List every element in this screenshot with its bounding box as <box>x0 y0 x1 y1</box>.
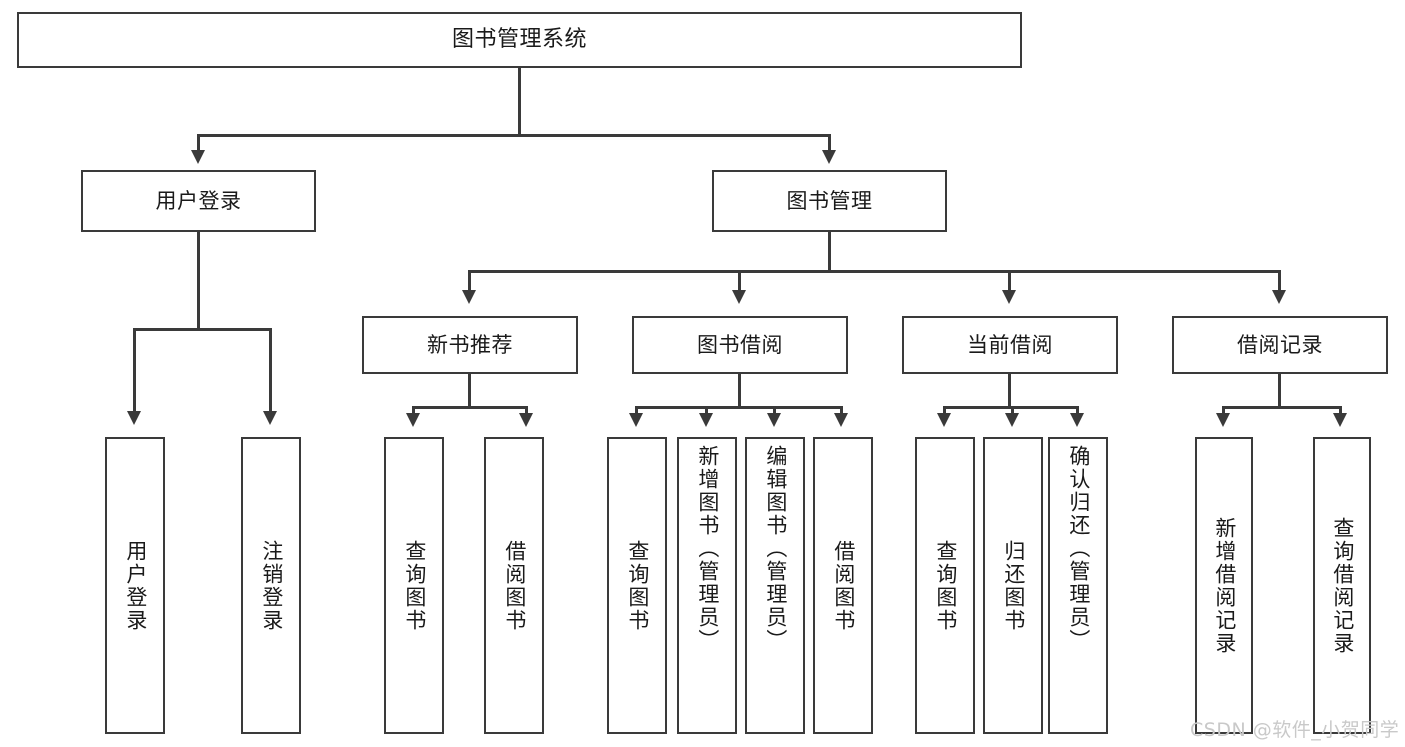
leaf-confirm-return-admin[interactable]: 确认归还（管理员） <box>1048 437 1108 734</box>
leaf-borrow-book-recommend[interactable]: 借阅图书 <box>484 437 544 734</box>
arrow-to-book-manage <box>822 150 836 164</box>
arrow-to-borrow-record <box>1272 290 1286 304</box>
node-label: 注销登录 <box>259 539 284 632</box>
edge-user-login-down <box>197 232 200 330</box>
edge-user-login-right <box>269 328 272 413</box>
node-user-login[interactable]: 用户登录 <box>81 170 316 232</box>
edge-book-borrow-down <box>738 374 741 409</box>
arrow-to-leaf-query-book-1 <box>406 413 420 427</box>
arrow-to-leaf-edit-book <box>767 413 781 427</box>
node-label: 借阅记录 <box>1237 332 1323 357</box>
edge-borrow-record-bus <box>1222 406 1342 409</box>
arrow-to-leaf-query-book-3 <box>937 413 951 427</box>
edge-current-borrow-l3 <box>1076 406 1079 415</box>
edge-borrow-record-down <box>1278 374 1281 409</box>
node-label: 图书借阅 <box>697 332 783 357</box>
leaf-user-login[interactable]: 用户登录 <box>105 437 165 734</box>
arrow-to-leaf-borrow-book-2 <box>834 413 848 427</box>
leaf-query-book-current[interactable]: 查询图书 <box>915 437 975 734</box>
arrow-to-leaf-query-book-2 <box>629 413 643 427</box>
node-label: 查询图书 <box>933 539 958 632</box>
edge-bus-to-current-borrow <box>1008 270 1011 292</box>
node-current-borrow[interactable]: 当前借阅 <box>902 316 1118 374</box>
arrow-to-leaf-query-record <box>1333 413 1347 427</box>
edge-book-borrow-l3 <box>773 406 776 415</box>
edge-user-login-bus <box>133 328 272 331</box>
edge-bus-to-book-borrow <box>738 270 741 292</box>
edge-bus-to-book-manage <box>828 134 831 152</box>
edge-root-bus <box>197 134 831 137</box>
edge-new-book-l1 <box>412 406 415 415</box>
edge-book-borrow-l2 <box>705 406 708 415</box>
node-label: 用户登录 <box>155 188 242 213</box>
arrow-to-user-login <box>191 150 205 164</box>
edge-new-book-down <box>468 374 471 409</box>
arrow-to-leaf-borrow-book-1 <box>519 413 533 427</box>
edge-user-login-left <box>133 328 136 413</box>
node-label: 新增借阅记录 <box>1212 516 1237 655</box>
node-label: 图书管理系统 <box>451 27 587 53</box>
leaf-edit-book-admin[interactable]: 编辑图书（管理员） <box>745 437 805 734</box>
node-book-borrow[interactable]: 图书借阅 <box>632 316 848 374</box>
node-label: 查询图书 <box>402 539 427 632</box>
edge-bus-to-borrow-record <box>1278 270 1281 292</box>
edge-new-book-l2 <box>525 406 528 415</box>
arrow-to-leaf-return-book <box>1005 413 1019 427</box>
edge-current-borrow-l1 <box>943 406 946 415</box>
leaf-borrow-book[interactable]: 借阅图书 <box>813 437 873 734</box>
edge-root-down <box>518 68 521 136</box>
node-new-book-recommend[interactable]: 新书推荐 <box>362 316 578 374</box>
edge-book-borrow-l1 <box>635 406 638 415</box>
arrow-to-leaf-add-record <box>1216 413 1230 427</box>
node-label: 图书管理 <box>786 188 873 213</box>
leaf-query-borrow-record[interactable]: 查询借阅记录 <box>1313 437 1371 734</box>
node-label: 新增图书（管理员） <box>695 445 720 652</box>
node-label: 当前借阅 <box>967 332 1053 357</box>
node-label: 确认归还（管理员） <box>1066 445 1091 652</box>
edge-bus-to-new-book <box>468 270 471 292</box>
arrow-to-leaf-user-login <box>127 411 141 425</box>
edge-current-borrow-l2 <box>1011 406 1014 415</box>
edge-book-manage-down <box>828 232 831 272</box>
node-label: 新书推荐 <box>427 332 513 357</box>
edge-borrow-record-l2 <box>1339 406 1342 415</box>
node-label: 借阅图书 <box>502 539 527 632</box>
leaf-add-borrow-record[interactable]: 新增借阅记录 <box>1195 437 1253 734</box>
arrow-to-leaf-logout <box>263 411 277 425</box>
node-label: 借阅图书 <box>831 539 856 632</box>
arrow-to-leaf-confirm-return <box>1070 413 1084 427</box>
node-book-manage[interactable]: 图书管理 <box>712 170 947 232</box>
arrow-to-book-borrow <box>732 290 746 304</box>
arrow-to-leaf-add-book <box>699 413 713 427</box>
edge-current-borrow-bus <box>943 406 1078 409</box>
edge-bus-to-user-login <box>197 134 200 152</box>
node-label: 编辑图书（管理员） <box>763 445 788 652</box>
node-label: 查询图书 <box>625 539 650 632</box>
edge-book-borrow-bus <box>635 406 843 409</box>
arrow-to-new-book <box>462 290 476 304</box>
edge-borrow-record-l1 <box>1222 406 1225 415</box>
leaf-query-book-recommend[interactable]: 查询图书 <box>384 437 444 734</box>
node-label: 查询借阅记录 <box>1330 516 1355 655</box>
node-root-system[interactable]: 图书管理系统 <box>17 12 1022 68</box>
leaf-query-book-borrow[interactable]: 查询图书 <box>607 437 667 734</box>
edge-book-manage-bus <box>468 270 1280 273</box>
edge-book-borrow-l4 <box>840 406 843 415</box>
edge-current-borrow-down <box>1008 374 1011 409</box>
edge-new-book-bus <box>412 406 528 409</box>
leaf-logout[interactable]: 注销登录 <box>241 437 301 734</box>
arrow-to-current-borrow <box>1002 290 1016 304</box>
node-label: 归还图书 <box>1001 539 1026 632</box>
leaf-add-book-admin[interactable]: 新增图书（管理员） <box>677 437 737 734</box>
leaf-return-book[interactable]: 归还图书 <box>983 437 1043 734</box>
node-label: 用户登录 <box>123 539 148 632</box>
node-borrow-record[interactable]: 借阅记录 <box>1172 316 1388 374</box>
